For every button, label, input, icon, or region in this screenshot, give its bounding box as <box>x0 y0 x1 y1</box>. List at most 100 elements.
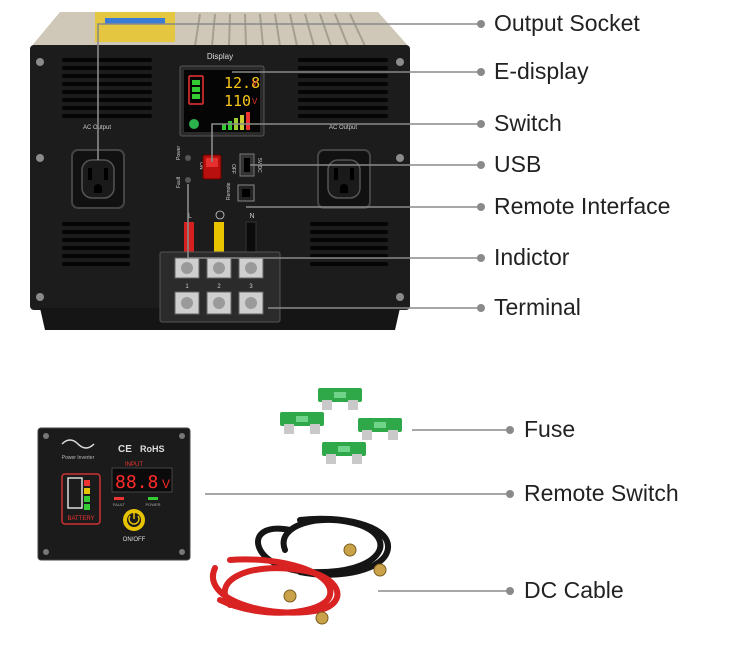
callout-switch: Switch <box>494 110 562 136</box>
fuse-group <box>280 388 402 464</box>
screw <box>36 154 44 162</box>
terminal-number-3: 3 <box>249 284 253 290</box>
display-unit-top: V <box>252 79 258 88</box>
callout-terminal: Terminal <box>494 294 581 320</box>
screw <box>396 58 404 66</box>
inverter-unit: AC Output AC Output Display 12.8 <box>30 12 410 330</box>
vent-slot <box>62 74 152 78</box>
callout-fuse: Fuse <box>524 416 576 442</box>
battery-level-icon <box>188 75 204 105</box>
vent-slot <box>298 58 388 62</box>
remote-switch-panel: Power Inverter CE RoHS BATTERY INPUT 88.… <box>37 427 191 561</box>
dc-cable-red-loop <box>217 556 334 616</box>
cable-lug <box>373 563 387 577</box>
vent-slot <box>298 98 388 102</box>
vent-slot <box>298 114 388 118</box>
vent-slot <box>62 98 152 102</box>
dot-dc-cable <box>506 587 514 595</box>
vent-slot <box>298 90 388 94</box>
remote-fault-label: FAULT <box>113 502 126 507</box>
terminal-l-label: L <box>188 213 192 220</box>
remote-power-label: POWER <box>145 502 160 507</box>
dot-usb <box>477 161 485 169</box>
vent-slot <box>62 254 130 258</box>
fuse-3 <box>358 418 402 440</box>
dot-e-display <box>477 68 485 76</box>
screw <box>36 293 44 301</box>
callout-e-display: E-display <box>494 58 589 84</box>
vent-slot <box>310 262 388 266</box>
remote-power-led <box>148 497 158 500</box>
dot-output-socket <box>477 20 485 28</box>
vent-slot <box>310 238 388 242</box>
dot-remote-switch <box>506 490 514 498</box>
cable-lugs <box>283 543 387 625</box>
cable-lug <box>283 589 297 603</box>
ac-output-right-label: AC Output <box>329 125 357 131</box>
switch-on-label: ON <box>198 162 204 170</box>
callout-dc-cable: DC Cable <box>524 577 624 603</box>
vent-slot <box>62 114 152 118</box>
screw <box>179 549 185 555</box>
vent-slot <box>62 246 130 250</box>
screw <box>396 293 404 301</box>
callout-remote-interface: Remote Interface <box>494 193 671 219</box>
vent-slot <box>298 106 388 110</box>
screw <box>43 549 49 555</box>
top-label-sticker <box>95 12 175 42</box>
callout-usb: USB <box>494 151 542 177</box>
lower-callout-dots <box>506 426 514 595</box>
vent-slot <box>62 90 152 94</box>
vent-slot <box>62 82 152 86</box>
dc-cable-black-loop <box>297 515 391 578</box>
vent-slot <box>62 262 130 266</box>
dc-cable-red <box>210 565 341 616</box>
casing-ribs <box>194 13 366 47</box>
dot-indictor <box>477 254 485 262</box>
terminal-number-2: 2 <box>217 284 221 290</box>
callout-remote-switch: Remote Switch <box>524 480 679 506</box>
lower-callout-lines <box>205 429 508 592</box>
dc-cable-group <box>210 515 391 616</box>
remote-input-label: INPUT <box>125 462 143 468</box>
power-icon <box>128 515 140 525</box>
ce-mark: CE <box>118 444 132 455</box>
vent-slot <box>62 106 152 110</box>
fault-label: Fault <box>176 176 182 188</box>
vent-slot <box>310 222 388 226</box>
vent-slot <box>310 254 388 258</box>
remote-battery-label: BATTERY <box>67 516 94 522</box>
ac-socket-right[interactable] <box>317 149 371 209</box>
ac-socket-left[interactable] <box>71 149 125 209</box>
ac-output-left-label: AC Output <box>83 125 111 131</box>
dot-switch <box>477 120 485 128</box>
cable-lug <box>343 543 357 557</box>
remote-battery-icon <box>67 477 90 510</box>
sine-wave-logo-icon <box>61 439 95 449</box>
panel-screws <box>36 58 404 301</box>
wire-red <box>184 222 194 262</box>
status-shield-icon <box>189 119 199 129</box>
screw <box>36 58 44 66</box>
vent-slot <box>62 58 152 62</box>
upper-callout-lines <box>97 23 478 309</box>
power-label: Power <box>176 145 182 160</box>
vent-slot <box>62 222 130 226</box>
top-label-stripe <box>105 18 165 24</box>
screw <box>43 433 49 439</box>
remote-brand-subtitle: Power Inverter <box>62 455 95 461</box>
leader-switch <box>211 123 478 162</box>
cable-lug <box>315 611 329 625</box>
leader-indictor <box>187 184 478 259</box>
remote-panel-body <box>37 427 191 561</box>
fuse-1 <box>318 388 362 410</box>
remote-port-socket <box>242 189 250 197</box>
vent-slot <box>310 246 388 250</box>
display-reading-top: 12.8 <box>224 74 260 92</box>
vent-slot <box>310 230 388 234</box>
remote-fault-led <box>114 497 124 500</box>
fuse-2 <box>280 412 324 434</box>
vent-slot <box>298 74 388 78</box>
dot-remote-interface <box>477 203 485 211</box>
ground-icon <box>215 210 225 220</box>
